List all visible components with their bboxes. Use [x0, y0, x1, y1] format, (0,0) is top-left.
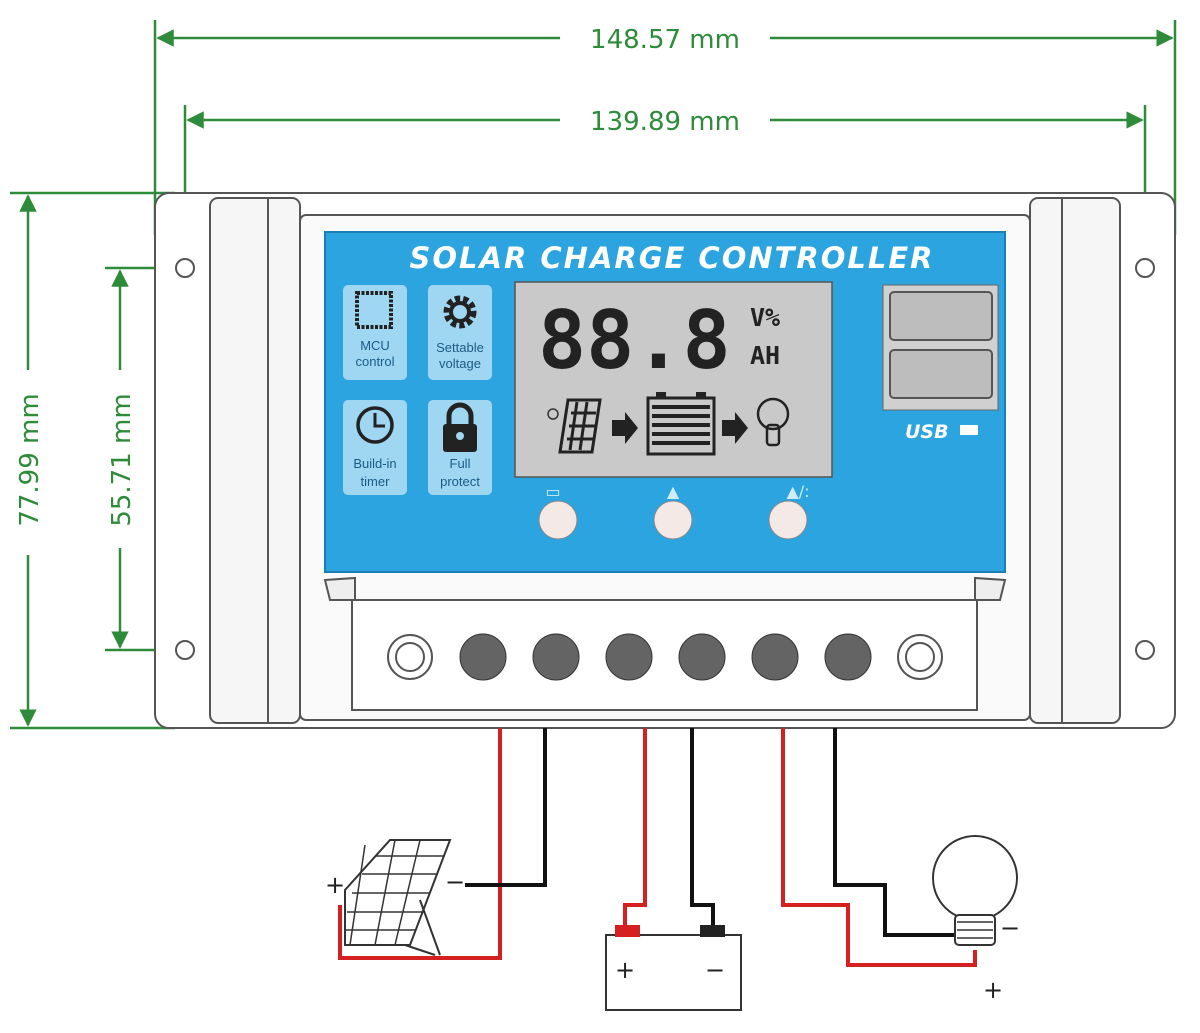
- dimension-overall-width: [153, 20, 1177, 235]
- usb-ports: [882, 284, 999, 411]
- svg-text:protect: protect: [440, 474, 480, 489]
- lcd-solar-icon: [547, 398, 602, 454]
- clock-icon: [356, 406, 394, 444]
- svg-text:voltage: voltage: [439, 356, 481, 371]
- button-menu-symbol: ▭: [545, 482, 560, 501]
- usb-label: USB: [905, 421, 949, 443]
- solar-negative-wire: [465, 728, 547, 887]
- chip-icon: [355, 291, 393, 329]
- load-plus-sign: +: [983, 976, 1003, 1004]
- battery-icon: [605, 925, 742, 1011]
- battery-negative-wire: [690, 728, 715, 928]
- mounting-holes: [175, 258, 1155, 660]
- overall-height-label: 77.99 mm: [15, 393, 45, 526]
- svg-text:MCU: MCU: [360, 338, 390, 353]
- button-up[interactable]: ▲: [653, 482, 693, 540]
- feature-build-in-timer: Build-in timer: [343, 400, 407, 495]
- solar-plus-sign: +: [325, 871, 345, 899]
- solar-panel-icon: [344, 839, 452, 956]
- terminal-screws: [459, 633, 872, 681]
- svg-text:Full: Full: [450, 456, 471, 471]
- lcd-unit-bottom: AH: [750, 341, 780, 370]
- load-negative-wire: [833, 728, 955, 937]
- lcd-battery-icon: [646, 392, 716, 456]
- battery-plus-sign: +: [615, 956, 635, 984]
- lcd-digits: 88.8: [538, 294, 731, 387]
- lcd-bulb-icon: [756, 397, 790, 447]
- load-positive-wire: [781, 728, 977, 967]
- lcd-arrow-icon: [612, 412, 638, 444]
- hole-height-label: 55.71 mm: [107, 393, 137, 526]
- svg-text:timer: timer: [361, 474, 391, 489]
- svg-text:Build-in: Build-in: [353, 456, 396, 471]
- lcd-arrow-icon: [722, 412, 748, 444]
- solar-minus-sign: −: [445, 868, 465, 896]
- feature-full-protect: Full protect: [428, 400, 492, 495]
- battery-minus-sign: −: [705, 956, 725, 984]
- lcd-unit-top: V%: [750, 303, 780, 332]
- terminal-block: [323, 576, 1007, 711]
- button-down-set-symbol: ▲/:: [786, 482, 809, 501]
- button-menu[interactable]: ▭: [538, 482, 578, 540]
- dimension-overall-height: [10, 191, 175, 730]
- button-down-set[interactable]: ▲/:: [768, 482, 810, 540]
- battery-positive-wire: [623, 728, 647, 928]
- load-minus-sign: −: [1000, 914, 1020, 942]
- hole-width-label: 139.89 mm: [590, 107, 740, 137]
- svg-text:Settable: Settable: [436, 340, 484, 355]
- feature-mcu-control: MCU control: [343, 285, 407, 380]
- button-up-symbol: ▲: [667, 482, 680, 501]
- overall-width-label: 148.57 mm: [590, 25, 740, 55]
- lock-icon: [443, 402, 477, 452]
- gear-icon: [443, 295, 477, 329]
- svg-text:control: control: [355, 354, 394, 369]
- feature-settable-voltage: Settable voltage: [428, 285, 492, 380]
- light-bulb-icon: [932, 835, 1018, 946]
- dimension-hole-width: [183, 105, 1147, 262]
- usb-plug-icon: [960, 425, 978, 435]
- solar-positive-wire: [338, 728, 502, 960]
- wiring: [338, 728, 977, 967]
- panel-title: SOLAR CHARGE CONTROLLER: [410, 241, 935, 275]
